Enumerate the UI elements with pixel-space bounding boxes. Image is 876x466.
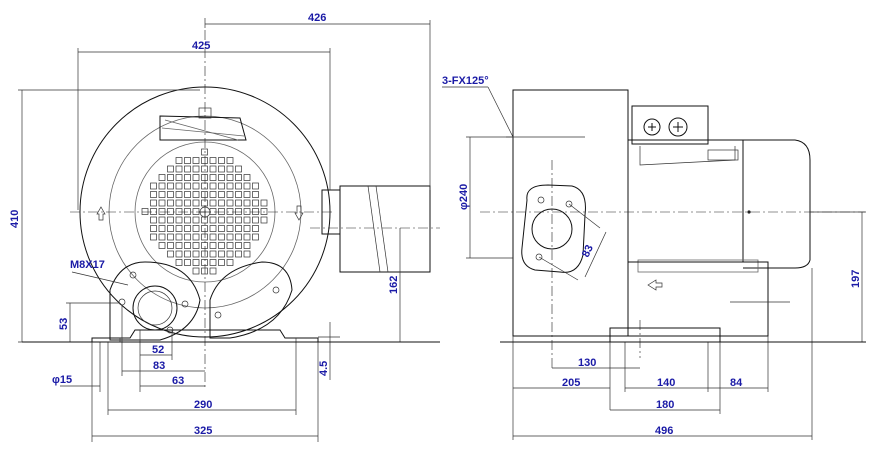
label-m8x17: M8X17: [70, 259, 105, 271]
dim-63: 63: [172, 375, 184, 387]
dim-325: 325: [194, 425, 212, 437]
dim-425: 425: [192, 40, 210, 52]
rotation-arrow-left: [96, 206, 106, 221]
dim-53: 53: [58, 318, 70, 330]
fan-vent-grid: [141, 148, 268, 275]
side-flange: [521, 184, 586, 273]
dim-205: 205: [562, 377, 580, 389]
dim-4-5: 4.5: [318, 361, 330, 376]
outlet-port-flange: [209, 261, 293, 339]
dim-140: 140: [657, 377, 675, 389]
blower-body: [512, 89, 629, 337]
motor-lower: [627, 261, 769, 337]
motor-body: [627, 139, 744, 263]
front-view: [70, 30, 440, 390]
side-dimensions: 3-FX125° φ240 83 130 205 140 84 180: [442, 75, 866, 440]
dim-83: 83: [153, 360, 165, 372]
dim-phi240: φ240: [458, 184, 470, 210]
dim-180: 180: [656, 399, 674, 411]
gland-1-icon: [643, 118, 661, 136]
airflow-arrow: [647, 279, 663, 291]
front-dimensions: 426 425 410 M8X17 53 52 83 63 φ15: [9, 12, 440, 442]
rotation-arrow-right: [294, 205, 304, 221]
outlet-pipe: [339, 185, 431, 273]
dim-84: 84: [730, 377, 743, 389]
base-plate: [609, 327, 721, 343]
dim-162: 162: [388, 276, 400, 294]
dim-52: 52: [152, 344, 164, 356]
gland-2-icon: [668, 117, 688, 137]
motor-fan-cover: [743, 139, 811, 269]
inlet-port-flange: [109, 261, 201, 341]
dim-phi15: φ15: [52, 374, 72, 386]
dim-426-top: 426: [308, 12, 326, 24]
base-foot: [91, 329, 319, 342]
dim-410: 410: [9, 210, 21, 228]
side-terminal-box: [631, 105, 709, 145]
dim-130: 130: [578, 357, 596, 369]
dim-290: 290: [194, 399, 212, 411]
inlet-port: [132, 285, 178, 331]
dim-197: 197: [850, 270, 862, 288]
dim-83-diag: 83: [580, 243, 596, 259]
label-flange: 3-FX125°: [442, 75, 489, 87]
terminal-box: [159, 115, 247, 141]
side-view: [480, 89, 865, 370]
dim-496: 496: [655, 425, 673, 437]
